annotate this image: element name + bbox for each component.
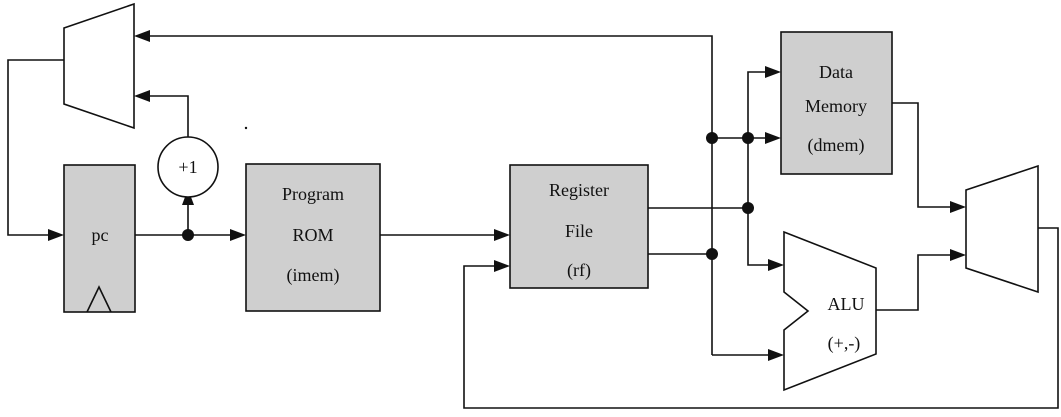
register-file: Register File (rf) [509,164,649,289]
arrow-incrementer-to-pcmux [134,90,150,102]
register-file-line: (rf) [567,260,591,281]
junction-dot [742,132,754,144]
program-rom: Program ROM (imem) [245,163,381,312]
program-rom-line: ROM [292,225,333,245]
pc-register: pc [63,164,136,313]
arrowheads [48,30,966,361]
wires [7,35,1059,409]
arrow-into-rf-top [494,229,510,241]
wire-alu-to-outmux [876,254,950,311]
data-memory-box [780,31,893,175]
arrow-into-imem [230,229,246,241]
alu-line: ALU [828,294,865,314]
arrow-branch-to-pcmux [134,30,150,42]
data-memory-line: Memory [805,96,867,116]
register-file-line: Register [549,180,609,200]
stray-dot [244,126,248,130]
wire-pcmux-to-pc [7,59,64,236]
alu-line: (+,-) [828,333,861,354]
alu: ALU (+,-) [783,230,877,392]
output-mux [965,164,1039,294]
incrementer-label: +1 [178,157,197,177]
incrementer: +1 [157,136,219,198]
arrow-into-outmux-bottom [950,249,966,261]
program-rom-line: Program [282,184,344,204]
arrow-into-dmem-bottom [765,132,781,144]
junctions [182,132,754,260]
junction-dot [182,229,194,241]
pc-register-label: pc [92,225,109,245]
data-memory-line: (dmem) [808,135,865,156]
incrementer-circle [157,136,219,198]
alu-shape [783,230,877,392]
arrow-into-alu-bottom [768,349,784,361]
arrow-into-outmux-top [950,201,966,213]
program-rom-box [245,163,381,312]
clock-triangle-icon [86,285,112,313]
data-memory-line: Data [819,62,853,82]
wire-bus-748 [747,71,768,266]
junction-dot [706,248,718,260]
arrow-into-alu-top [768,259,784,271]
arrow-into-pc [48,229,64,241]
pc-mux [63,2,135,130]
program-rom-line: (imem) [287,265,340,286]
junction-dot [706,132,718,144]
wire-incrementer-to-pcmux [144,95,189,145]
arrow-into-rf-bottom [494,260,510,272]
register-file-box [509,164,649,289]
wire-outmux-feedback [463,227,1059,409]
register-file-line: File [565,221,593,241]
data-memory: Data Memory (dmem) [780,31,893,175]
wire-dmem-to-outmux [892,102,950,208]
junction-dot [742,202,754,214]
arrow-into-dmem-top [765,66,781,78]
